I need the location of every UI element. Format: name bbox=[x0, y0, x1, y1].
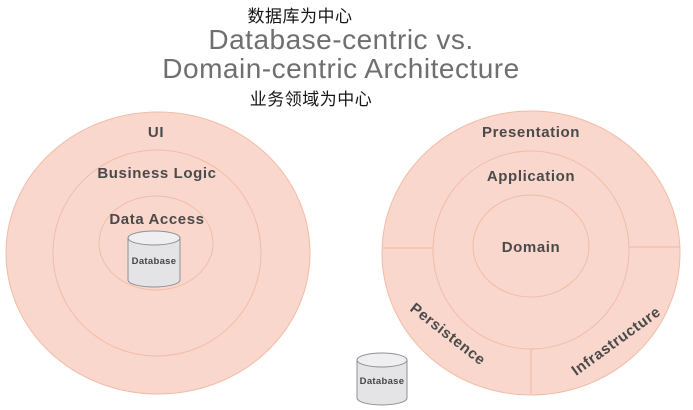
data-access-layer-label: Data Access bbox=[109, 211, 204, 228]
page-title: Database-centric vs. Domain-centric Arch… bbox=[162, 25, 519, 83]
cylinder-body bbox=[127, 237, 181, 288]
right-outer-ring bbox=[381, 110, 681, 396]
presentation-layer-label: Presentation bbox=[482, 124, 580, 141]
left-middle-ring bbox=[52, 149, 262, 357]
database-cylinder-icon: Database bbox=[127, 230, 181, 288]
business-logic-layer-label: Business Logic bbox=[97, 165, 216, 182]
title-line-1: Database-centric vs. bbox=[208, 24, 474, 55]
left-inner-ring bbox=[98, 195, 214, 291]
database-centric-diagram: UI Business Logic Data Access Database bbox=[5, 111, 311, 395]
database-centric-cn-label: 数据库为中心 bbox=[247, 7, 353, 26]
database-label: Database bbox=[360, 376, 405, 387]
cylinder-body bbox=[356, 359, 408, 406]
domain-centric-cn-label: 业务领域为中心 bbox=[249, 90, 373, 109]
cylinder-top bbox=[127, 230, 181, 246]
title-line-2: Domain-centric Architecture bbox=[162, 53, 520, 84]
cylinder-top bbox=[356, 352, 408, 368]
application-layer-label: Application bbox=[487, 168, 575, 185]
external-database-cylinder-icon: Database bbox=[356, 352, 408, 406]
domain-layer-label: Domain bbox=[502, 239, 561, 256]
ui-layer-label: UI bbox=[148, 124, 164, 141]
database-label: Database bbox=[132, 256, 177, 267]
right-inner-ring bbox=[472, 194, 590, 298]
domain-centric-diagram: Presentation Application Domain Persiste… bbox=[356, 110, 681, 406]
